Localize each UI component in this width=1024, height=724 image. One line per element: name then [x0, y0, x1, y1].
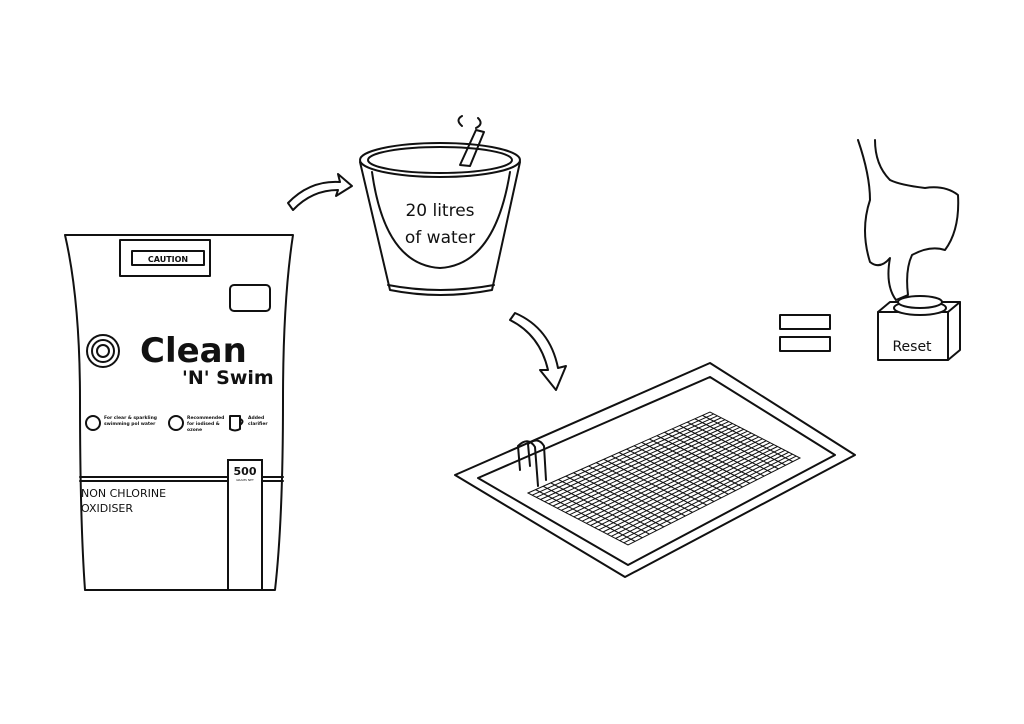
- svg-text:for iodised &: for iodised &: [187, 421, 220, 427]
- brand-name: Clean: [140, 331, 247, 371]
- pool-tile-line: [694, 418, 786, 466]
- pool-ladder: [517, 439, 547, 487]
- svg-text:Recommended: Recommended: [187, 415, 224, 421]
- brand-logo-icon: [86, 334, 120, 368]
- arrow-down-icon: [509, 312, 567, 391]
- pool-tile-line: [615, 451, 789, 539]
- svg-text:GRAMS NET: GRAMS NET: [236, 478, 254, 482]
- svg-text:of water: of water: [405, 228, 475, 248]
- pool-tile-line: [611, 449, 786, 537]
- brand-subname: 'N' Swim: [182, 367, 274, 389]
- svg-text:Added: Added: [248, 415, 264, 421]
- svg-text:ozone: ozone: [187, 428, 202, 433]
- equals-icon: [779, 314, 831, 352]
- pool-tile-line: [687, 421, 779, 470]
- product-package: CAUTION Clean 'N' Swim For clear & spark…: [64, 234, 294, 591]
- pool-tile-line: [623, 455, 797, 544]
- svg-text:clarifier: clarifier: [248, 421, 268, 427]
- caution-label: CAUTION: [148, 255, 188, 264]
- feature-icon: [85, 415, 101, 431]
- hand-icon: [857, 139, 960, 301]
- pool-tile-line: [619, 453, 793, 542]
- svg-text:For clear & sparkling: For clear & sparkling: [104, 415, 157, 421]
- bucket: 20 litres of water: [359, 115, 521, 296]
- svg-text:OXIDISER: OXIDISER: [81, 502, 133, 515]
- pool-tile-line: [702, 414, 794, 463]
- stirring-stick: [459, 129, 485, 167]
- svg-text:swimming pol water: swimming pol water: [104, 421, 156, 427]
- reset-label: Reset: [892, 339, 932, 355]
- water-amount: 20 litres: [405, 201, 474, 221]
- rotate-icon: [457, 115, 482, 129]
- arrow-right-icon: [287, 173, 353, 211]
- jug-icon: [229, 415, 244, 432]
- feature-icon: [168, 415, 184, 431]
- reset-button[interactable]: Reset: [877, 295, 961, 361]
- weight-value: 500: [234, 465, 257, 478]
- swimming-pool: [454, 362, 856, 578]
- product-type: NON CHLORINE: [81, 487, 166, 500]
